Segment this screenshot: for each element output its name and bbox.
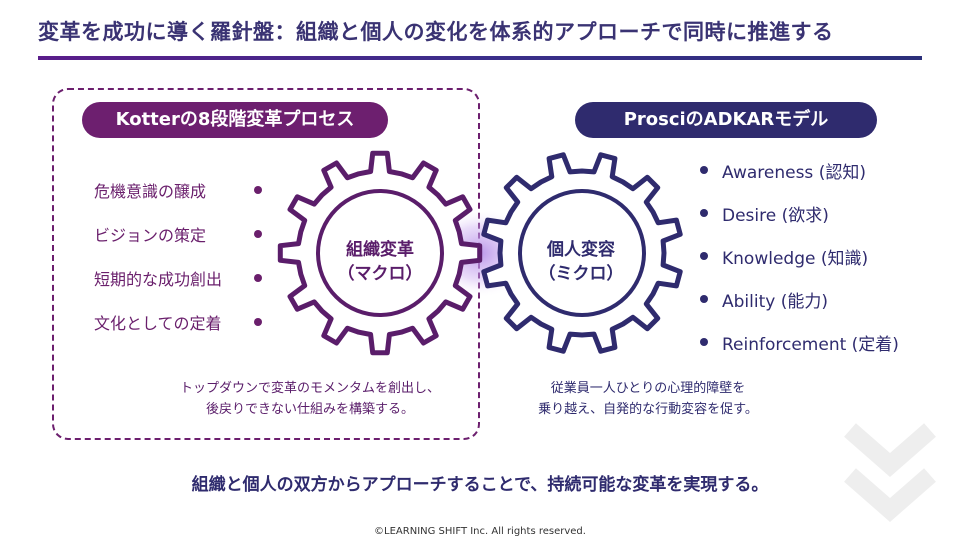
kotter-step: 危機意識の醸成 — [94, 178, 270, 222]
gear-title: 組織変革 — [346, 240, 414, 260]
adkar-item-label: Knowledge (知識) — [722, 249, 869, 269]
adkar-list: Awareness (認知) Desire (欲求) Knowledge (知識… — [700, 158, 930, 373]
adkar-item: Awareness (認知) — [700, 158, 930, 201]
interlocking-gears-graphic — [277, 150, 683, 356]
kotter-step: 短期的な成功創出 — [94, 266, 270, 310]
gear-outline — [481, 152, 683, 354]
adkar-item: Ability (能力) — [700, 287, 930, 330]
copyright-notice: ©LEARNING SHIFT Inc. All rights reserved… — [374, 526, 586, 537]
summary-statement: 組織と個人の双方からアプローチすることで、持続可能な変革を実現する。 — [191, 475, 769, 495]
gear-outline — [277, 150, 483, 356]
gear-inner-ring — [316, 189, 444, 317]
kotter-step: ビジョンの策定 — [94, 222, 270, 266]
adkar-item-label: Desire (欲求) — [722, 206, 829, 226]
organization-gear-icon — [277, 150, 483, 356]
description-line: 乗り越え、自発的な行動変容を促す。 — [538, 402, 758, 417]
chevron-watermark-icon — [844, 423, 936, 522]
bullet-icon — [254, 318, 262, 326]
description-line: トップダウンで変革のモメンタムを創出し、 — [179, 381, 440, 396]
page-title: 変革を成功に導く羅針盤：組織と個人の変化を体系的アプローチで同時に推進する — [38, 20, 834, 44]
gear-inner-ring — [518, 189, 646, 317]
individual-gear-icon — [481, 152, 683, 354]
description-line: 後戻りできない仕組みを構築する。 — [205, 402, 414, 417]
adkar-pill: ProsciのADKARモデル — [575, 102, 877, 138]
bullet-icon — [700, 166, 708, 174]
bullet-icon — [700, 295, 708, 303]
gear-subtitle: （マクロ） — [337, 264, 423, 284]
organization-gear-label: 組織変革 （マクロ） — [320, 238, 440, 286]
bullet-icon — [700, 252, 708, 260]
kotter-step-label: ビジョンの策定 — [94, 226, 207, 245]
bullet-icon — [254, 186, 262, 194]
kotter-step: 文化としての定着 — [94, 310, 270, 354]
adkar-item-label: Reinforcement (定着) — [722, 335, 899, 355]
adkar-item-label: Awareness (認知) — [722, 163, 866, 183]
kotter-step-label: 文化としての定着 — [94, 314, 222, 333]
gear-subtitle: （ミクロ） — [538, 264, 624, 284]
adkar-item: Reinforcement (定着) — [700, 330, 930, 373]
kotter-pill: Kotterの8段階変革プロセス — [82, 102, 388, 138]
individual-gear-label: 個人変容 （ミクロ） — [521, 238, 641, 286]
kotter-steps-list: 危機意識の醸成 ビジョンの策定 短期的な成功創出 文化としての定着 — [94, 178, 270, 354]
adkar-item: Desire (欲求) — [700, 201, 930, 244]
adkar-item-label: Ability (能力) — [722, 292, 828, 312]
bullet-icon — [700, 338, 708, 346]
bullet-icon — [700, 209, 708, 217]
bullet-icon — [254, 274, 262, 282]
adkar-description: 従業員一人ひとりの心理的障壁を 乗り越え、自発的な行動変容を促す。 — [478, 378, 818, 420]
kotter-step-label: 短期的な成功創出 — [94, 270, 223, 289]
gear-title: 個人変容 — [547, 240, 615, 260]
kotter-step-label: 危機意識の醸成 — [94, 182, 207, 201]
description-line: 従業員一人ひとりの心理的障壁を — [550, 381, 746, 396]
bullet-icon — [254, 230, 262, 238]
kotter-description: トップダウンで変革のモメンタムを創出し、 後戻りできない仕組みを構築する。 — [140, 378, 480, 420]
adkar-item: Knowledge (知識) — [700, 244, 930, 287]
title-underline — [38, 56, 922, 60]
